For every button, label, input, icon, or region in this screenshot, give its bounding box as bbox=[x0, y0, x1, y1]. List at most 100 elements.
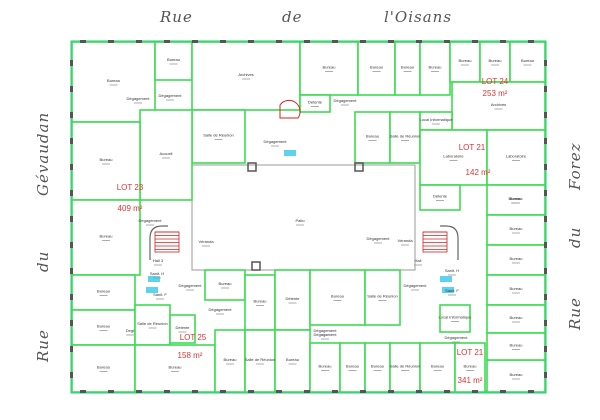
room-label-hall: Hall bbox=[415, 258, 422, 263]
shaft bbox=[251, 261, 261, 271]
room-bureau bbox=[486, 274, 546, 306]
sanitary-block bbox=[148, 276, 160, 282]
pillar bbox=[388, 390, 394, 393]
stair-curve-left bbox=[149, 225, 168, 260]
street-top-de: de bbox=[282, 8, 303, 26]
room-bureau bbox=[364, 342, 391, 393]
pillar bbox=[416, 40, 422, 43]
room-bureau bbox=[486, 332, 546, 361]
pillar bbox=[388, 40, 394, 43]
room-label-local-informatique: Local Informatique bbox=[439, 315, 473, 320]
room-label-archives: Archives bbox=[238, 72, 253, 77]
room-bureau bbox=[204, 269, 246, 301]
sanitary-block bbox=[442, 287, 454, 293]
room-label-bureau: Bureau bbox=[319, 364, 332, 369]
room-bureau bbox=[419, 41, 451, 96]
pillar bbox=[544, 164, 547, 170]
room-label-bureau: Bureau bbox=[254, 299, 267, 304]
pillar bbox=[80, 40, 86, 43]
room-label-bureau: Bureau bbox=[459, 58, 472, 63]
room-label-detente: Détente bbox=[285, 296, 300, 301]
pillar bbox=[416, 390, 422, 393]
room-label-bureau: Bureau bbox=[100, 234, 113, 239]
room-label-bureau: Bureau bbox=[100, 157, 113, 162]
pillar bbox=[164, 40, 170, 43]
room-detente bbox=[419, 184, 461, 211]
pillar bbox=[500, 390, 506, 393]
pillar bbox=[544, 216, 547, 222]
room-label-salle-de-reunion: Salle de Réunion bbox=[390, 134, 420, 139]
spiral-stair bbox=[279, 99, 301, 119]
room-label-bureau: Bureau bbox=[510, 196, 523, 201]
pillar bbox=[544, 346, 547, 352]
room-bureau bbox=[214, 329, 246, 393]
room-bureau bbox=[454, 342, 486, 393]
room-label-bureau: Bureau bbox=[510, 343, 523, 348]
room-accueil bbox=[139, 109, 193, 201]
room-label-hall-3: Hall 3 bbox=[153, 258, 164, 263]
room-bureau bbox=[71, 41, 156, 123]
lot-25-area: 158 m² bbox=[178, 351, 203, 360]
room-label-bureau: Bureau bbox=[97, 324, 110, 329]
room-label-degagement: Dégagement bbox=[139, 218, 163, 223]
room-bureau bbox=[486, 214, 546, 246]
pillar bbox=[70, 164, 73, 170]
pillar bbox=[544, 60, 547, 66]
room-label-bureau: Bureau bbox=[107, 78, 120, 83]
room-label-bureau: Bureau bbox=[464, 364, 477, 369]
room-label-degagement: Dégagement bbox=[314, 328, 338, 333]
room-label-local-informatique: Local Informatique bbox=[420, 117, 454, 122]
lot-21-area: 142 m² bbox=[466, 168, 491, 177]
pillar bbox=[108, 390, 114, 393]
pillar bbox=[192, 390, 198, 393]
room-salle-de-reunion bbox=[389, 342, 421, 393]
room-label-degagement: Dégagement bbox=[404, 283, 428, 288]
room-label-bureau: Bureau bbox=[331, 294, 344, 299]
pillar bbox=[332, 390, 338, 393]
room-label-bureau: Bureau bbox=[366, 134, 379, 139]
sanitary-block bbox=[146, 287, 158, 293]
room-label-detente: Détente bbox=[433, 194, 448, 199]
pillar bbox=[360, 390, 366, 393]
room-label-degagement: Dégagement bbox=[314, 332, 338, 337]
room-label-laboratoire: Laboratoire bbox=[506, 154, 527, 159]
room-label-veranda: Véranda bbox=[198, 239, 214, 244]
pillar bbox=[70, 268, 73, 274]
room-label-laboratoire: Laboratoire bbox=[443, 154, 464, 159]
pillar bbox=[70, 346, 73, 352]
room-bureau bbox=[486, 304, 546, 334]
pillar bbox=[500, 40, 506, 43]
pillar bbox=[544, 372, 547, 378]
lot-21-name: LOT 21 bbox=[459, 143, 486, 152]
room-bureau bbox=[274, 329, 311, 393]
lot-21b-name: LOT 21 bbox=[457, 348, 484, 357]
pillar bbox=[304, 390, 310, 393]
room-laboratoire bbox=[486, 129, 546, 186]
pillar bbox=[220, 40, 226, 43]
room-label-patio: Patio bbox=[295, 218, 305, 223]
pillar bbox=[528, 390, 534, 393]
lot-23-area: 409 m² bbox=[118, 204, 143, 213]
room-label-bureau: Bureau bbox=[370, 65, 383, 70]
room-salle-de-reunion bbox=[364, 269, 401, 326]
room-laboratoire bbox=[419, 129, 488, 186]
pillar bbox=[544, 112, 547, 118]
street-top-rue: Rue bbox=[160, 8, 193, 26]
pillar bbox=[70, 86, 73, 92]
room-bureau bbox=[134, 344, 216, 393]
lot-23-name: LOT 23 bbox=[117, 183, 144, 192]
pillar bbox=[136, 390, 142, 393]
room-label-bureau: Bureau bbox=[346, 364, 359, 369]
pillar bbox=[248, 390, 254, 393]
pillar bbox=[544, 242, 547, 248]
room-label-degagement: Dégagement bbox=[179, 283, 203, 288]
pillar bbox=[444, 40, 450, 43]
room-bureau bbox=[309, 269, 366, 326]
pillar bbox=[276, 390, 282, 393]
room-label-bureau: Bureau bbox=[97, 289, 110, 294]
room-label-bureau: Bureau bbox=[97, 365, 110, 370]
room-label-bureau: Bureau bbox=[509, 196, 522, 201]
room-bureau bbox=[419, 342, 456, 393]
room-label-degagement: Dégagement bbox=[264, 139, 288, 144]
